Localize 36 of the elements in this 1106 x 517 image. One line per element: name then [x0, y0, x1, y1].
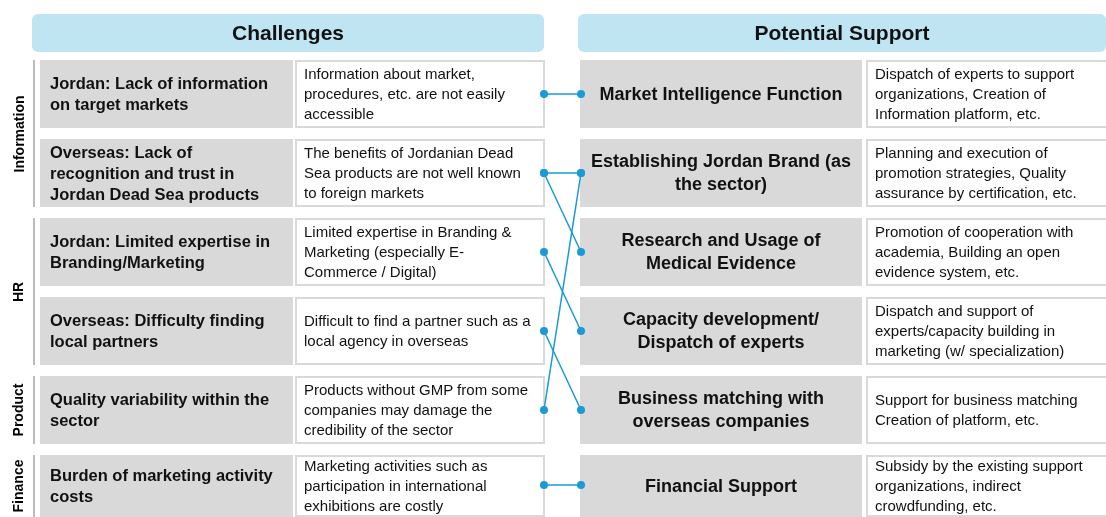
challenge-title: Overseas: Difficulty finding local partners: [40, 297, 293, 365]
support-title: Establishing Jordan Brand (as the sector): [580, 139, 862, 207]
support-title: Financial Support: [580, 455, 862, 517]
connector: [540, 327, 585, 414]
support-description: Planning and execution of promotion strategies, Quality assurance by certification, etc.: [866, 139, 1106, 207]
connector: [540, 169, 585, 256]
challenge-title: Burden of marketing activity costs: [40, 455, 293, 517]
support-title: Research and Usage of Medical Evidence: [580, 218, 862, 286]
challenge-title: Quality variability within the sector: [40, 376, 293, 444]
support-description: Dispatch of experts to support organizations, Creation of Information platform, etc.: [866, 60, 1106, 128]
support-title: Capacity development/ Dispatch of experts: [580, 297, 862, 365]
challenge-title: Jordan: Lack of information on target markets: [40, 60, 293, 128]
connector: [540, 90, 585, 98]
support-description: Subsidy by the existing support organizations, indirect crowdfunding, etc.: [866, 455, 1106, 517]
category-label: Finance: [9, 459, 26, 513]
category-label: Information: [10, 95, 26, 172]
column-header: Challenges: [32, 14, 544, 52]
challenge-description: Products without GMP from some companies may damage the credibility of the sector: [295, 376, 545, 444]
support-description: Dispatch and support of experts/capacity building in marketing (w/ specialization): [866, 297, 1106, 365]
connector: [540, 169, 585, 414]
challenge-description: Limited expertise in Branding & Marketing (especially E-Commerce / Digital): [295, 218, 545, 286]
support-description: Promotion of cooperation with academia, Building an open evidence system, etc.: [866, 218, 1106, 286]
column-header: Potential Support: [578, 14, 1106, 52]
support-title: Business matching with overseas companies: [580, 376, 862, 444]
challenge-description: The benefits of Jordanian Dead Sea products are not well known to foreign markets: [295, 139, 545, 207]
challenge-title: Overseas: Lack of recognition and trust in Jordan Dead Sea products: [40, 139, 293, 207]
challenge-description: Difficult to find a partner such as a local agency in overseas: [295, 297, 545, 365]
support-title: Market Intelligence Function: [580, 60, 862, 128]
challenge-description: Marketing activities such as participation in international exhibitions are costly: [295, 455, 545, 517]
challenge-description: Information about market, procedures, etc. are not easily accessible: [295, 60, 545, 128]
support-description: Support for business matching Creation of platform, etc.: [866, 376, 1106, 444]
connector: [540, 248, 585, 335]
challenge-title: Jordan: Limited expertise in Branding/Marketing: [40, 218, 293, 286]
category-label: Product: [9, 383, 26, 437]
category-label: HR: [10, 281, 27, 302]
connector: [540, 481, 585, 489]
